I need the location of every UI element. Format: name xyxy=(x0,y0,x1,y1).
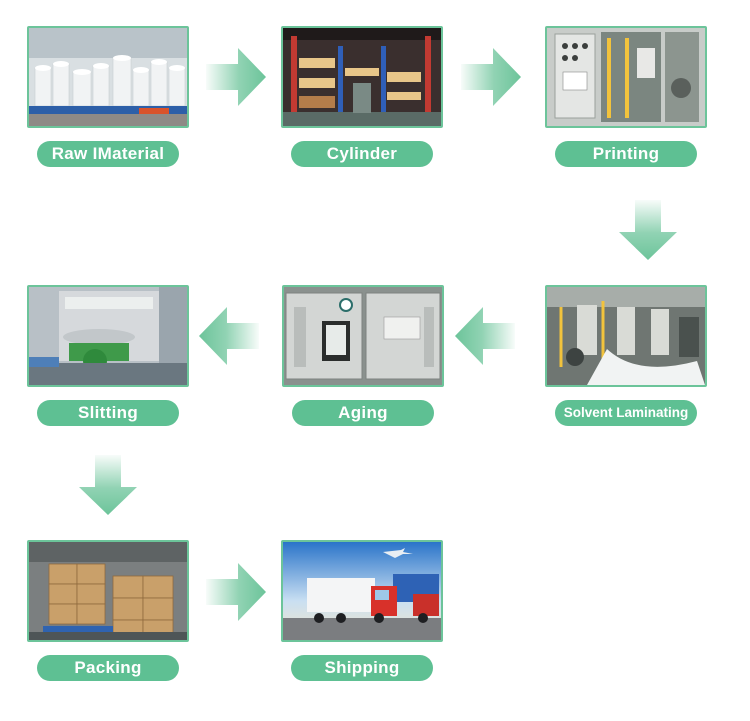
shipping-photo xyxy=(281,540,443,642)
arrow-down-icon xyxy=(617,200,679,267)
step-label: Packing xyxy=(37,655,179,681)
step-label: Shipping xyxy=(291,655,433,681)
step-label: Raw IMaterial xyxy=(37,141,179,167)
arrow-down-icon xyxy=(77,455,139,522)
step-label: Slitting xyxy=(37,400,179,426)
cylinder-photo xyxy=(281,26,443,128)
solvent-laminating-photo xyxy=(545,285,707,387)
slitting-photo xyxy=(27,285,189,387)
step-label: Printing xyxy=(555,141,697,167)
arrow-right-icon xyxy=(206,46,268,113)
arrow-left-icon xyxy=(453,305,515,372)
arrow-right-icon xyxy=(206,561,268,628)
printing-photo xyxy=(545,26,707,128)
aging-photo xyxy=(282,285,444,387)
packing-photo xyxy=(27,540,189,642)
step-label: Cylinder xyxy=(291,141,433,167)
step-label: Aging xyxy=(292,400,434,426)
arrow-left-icon xyxy=(197,305,259,372)
step-label: Solvent Laminating xyxy=(555,400,697,426)
arrow-right-icon xyxy=(461,46,523,113)
raw-material-photo xyxy=(27,26,189,128)
